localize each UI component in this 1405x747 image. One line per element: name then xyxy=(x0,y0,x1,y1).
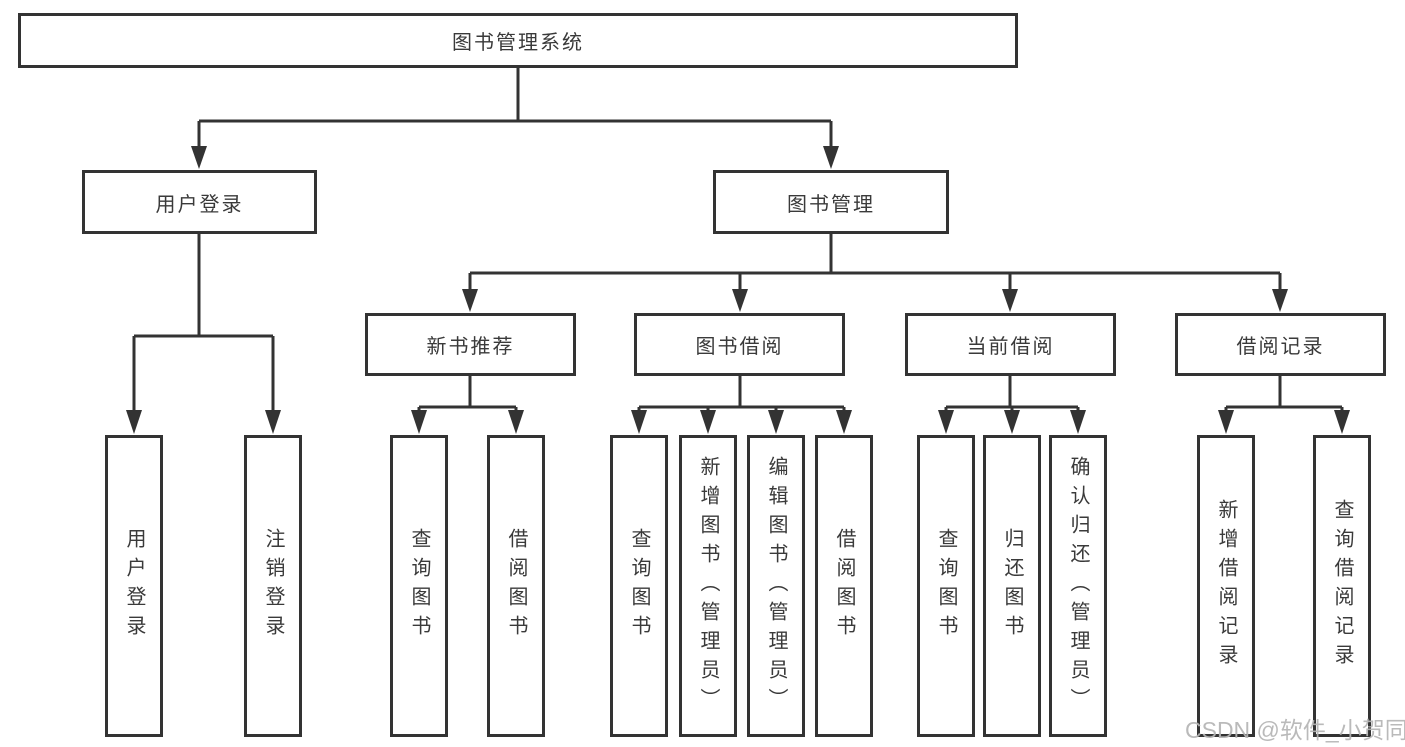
node-leaf-user-login: 用户登录 xyxy=(105,435,163,737)
node-book-management: 图书管理 xyxy=(713,170,949,234)
node-leaf-add-books-admin: 新增图书（管理员） xyxy=(679,435,737,737)
node-leaf-confirm-return-admin-label: 确认归还（管理员） xyxy=(1067,455,1089,717)
node-user-login-label: 用户登录 xyxy=(155,193,244,216)
node-leaf-query-books-borrow-label: 查询图书 xyxy=(628,528,650,644)
arrow-down-icon xyxy=(1334,410,1350,434)
node-leaf-borrow-books: 借阅图书 xyxy=(815,435,873,737)
node-book-management-label: 图书管理 xyxy=(787,193,875,216)
arrow-down-icon xyxy=(1218,410,1234,434)
arrow-down-icon xyxy=(265,410,281,434)
node-leaf-user-login-label: 用户登录 xyxy=(123,528,145,644)
arrow-down-icon xyxy=(462,289,478,312)
node-root: 图书管理系统 xyxy=(18,13,1018,68)
arrow-down-icon xyxy=(631,410,647,434)
node-leaf-add-borrow-record-label: 新增借阅记录 xyxy=(1215,499,1237,673)
arrow-down-icon xyxy=(700,410,716,434)
node-leaf-logout: 注销登录 xyxy=(244,435,302,737)
arrow-down-icon xyxy=(411,410,427,434)
node-leaf-query-books-borrow: 查询图书 xyxy=(610,435,668,737)
node-current-borrowing-label: 当前借阅 xyxy=(966,336,1055,358)
arrow-down-icon xyxy=(823,146,839,169)
node-leaf-edit-books-admin-label: 编辑图书（管理员） xyxy=(765,455,787,717)
node-leaf-borrow-books-recommend-label: 借阅图书 xyxy=(505,528,527,644)
arrow-down-icon xyxy=(1272,289,1288,312)
arrow-down-icon xyxy=(191,146,207,169)
node-root-label: 图书管理系统 xyxy=(452,32,584,54)
node-user-login: 用户登录 xyxy=(82,170,317,234)
node-book-borrowing-label: 图书借阅 xyxy=(695,336,784,358)
arrow-down-icon xyxy=(126,410,142,434)
node-leaf-confirm-return-admin: 确认归还（管理员） xyxy=(1049,435,1107,737)
node-new-book-recommendation: 新书推荐 xyxy=(365,313,576,376)
node-borrowing-records-label: 借阅记录 xyxy=(1236,336,1325,358)
arrow-down-icon xyxy=(508,410,524,434)
node-leaf-query-books-recommend: 查询图书 xyxy=(390,435,448,737)
arrow-down-icon xyxy=(1004,410,1020,434)
node-leaf-borrow-books-recommend: 借阅图书 xyxy=(487,435,545,737)
node-leaf-query-books-recommend-label: 查询图书 xyxy=(408,528,430,644)
arrow-down-icon xyxy=(1070,410,1086,434)
node-new-book-recommendation-label: 新书推荐 xyxy=(426,336,515,358)
arrow-down-icon xyxy=(1002,289,1018,312)
arrow-down-icon xyxy=(836,410,852,434)
node-leaf-query-borrow-record-label: 查询借阅记录 xyxy=(1331,499,1353,673)
node-leaf-return-books-label: 归还图书 xyxy=(1001,528,1023,644)
arrow-icons xyxy=(126,146,1350,434)
node-leaf-query-borrow-record: 查询借阅记录 xyxy=(1313,435,1371,737)
node-leaf-add-books-admin-label: 新增图书（管理员） xyxy=(697,455,719,717)
arrow-down-icon xyxy=(938,410,954,434)
node-leaf-add-borrow-record: 新增借阅记录 xyxy=(1197,435,1255,737)
node-leaf-query-books-current-label: 查询图书 xyxy=(935,528,957,644)
arrow-down-icon xyxy=(732,289,748,312)
node-current-borrowing: 当前借阅 xyxy=(905,313,1116,376)
node-leaf-query-books-current: 查询图书 xyxy=(917,435,975,737)
node-leaf-borrow-books-label: 借阅图书 xyxy=(833,528,855,644)
node-book-borrowing: 图书借阅 xyxy=(634,313,845,376)
node-leaf-edit-books-admin: 编辑图书（管理员） xyxy=(747,435,805,737)
node-borrowing-records: 借阅记录 xyxy=(1175,313,1386,376)
watermark: CSDN @软件_小贺同学 xyxy=(1185,717,1405,743)
node-leaf-return-books: 归还图书 xyxy=(983,435,1041,737)
node-leaf-logout-label: 注销登录 xyxy=(262,528,284,644)
arrow-down-icon xyxy=(768,410,784,434)
